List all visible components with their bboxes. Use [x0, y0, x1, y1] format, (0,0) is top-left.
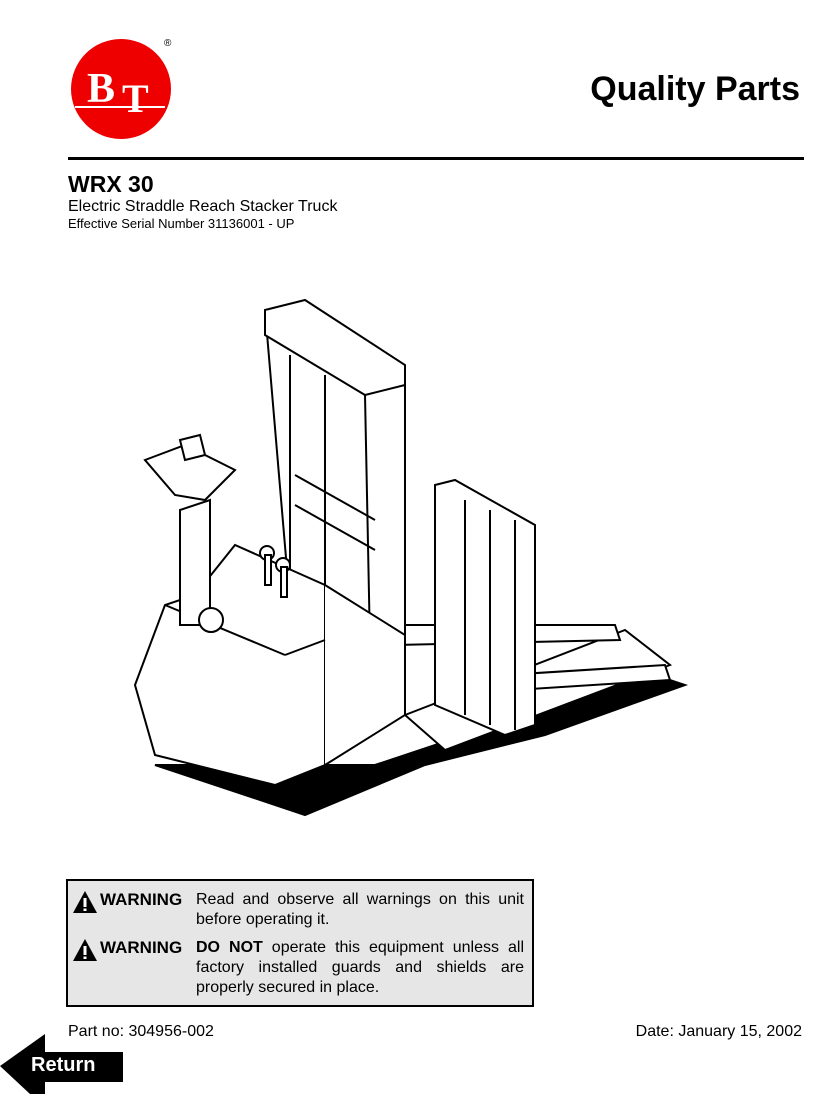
warning-label: WARNING — [72, 890, 196, 930]
svg-text:T: T — [122, 76, 149, 121]
warning-triangle-icon — [73, 891, 97, 913]
warning-text: operate this equipment unless all factor… — [196, 939, 525, 996]
warning-item: WARNING DO NOT operate this equipment un… — [72, 938, 524, 998]
return-label: Return — [31, 1054, 96, 1076]
truck-illustration — [133, 298, 689, 817]
part-number: Part no: 304956-002 — [68, 1023, 214, 1040]
warning-label-text: WARNING — [100, 938, 183, 957]
warning-emphasis: DO NOT — [196, 939, 263, 956]
warning-box: WARNING Read and observe all warnings on… — [66, 879, 534, 1007]
product-description: Electric Straddle Reach Stacker Truck — [68, 198, 338, 215]
warning-item: WARNING Read and observe all warnings on… — [72, 890, 524, 930]
bt-logo: B T — [71, 39, 171, 139]
warning-text: Read and observe all warnings on this un… — [196, 891, 524, 928]
document-date: Date: January 15, 2002 — [635, 1023, 802, 1040]
svg-text:B: B — [87, 66, 115, 112]
divider — [68, 157, 804, 160]
warning-triangle-icon — [73, 939, 97, 961]
registered-mark: ® — [164, 38, 172, 49]
warning-label-text: WARNING — [100, 890, 183, 909]
page-title: Quality Parts — [590, 70, 800, 108]
warning-label: WARNING — [72, 938, 196, 998]
serial-number: Effective Serial Number 31136001 - UP — [68, 216, 295, 231]
model-name: WRX 30 — [68, 171, 154, 197]
back-arrow-icon — [0, 1034, 123, 1094]
return-button[interactable]: Return — [0, 1034, 124, 1094]
